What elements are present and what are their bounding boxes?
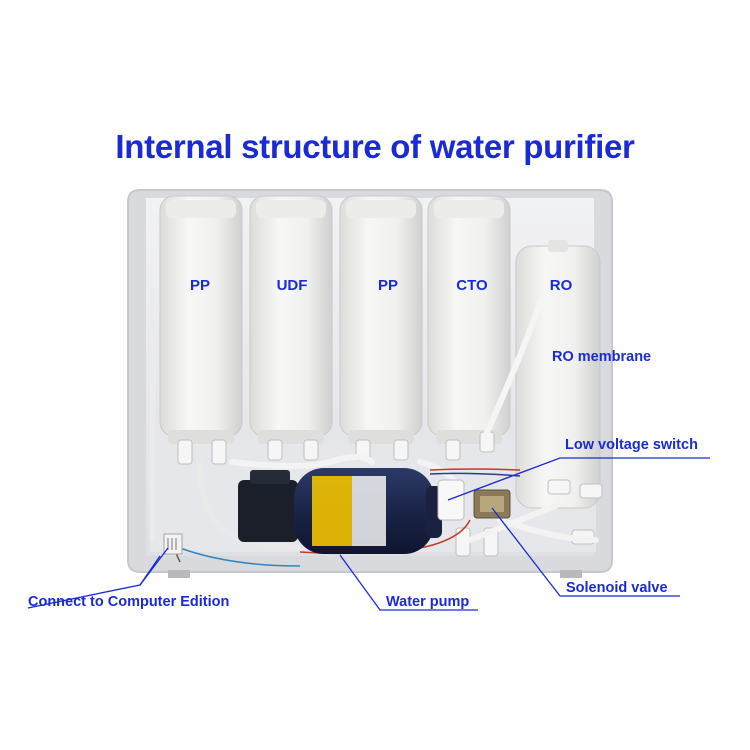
callout-low-voltage-switch: Low voltage switch (565, 437, 698, 453)
filter-cartridge-3 (339, 195, 423, 444)
filter-label-cto: CTO (456, 277, 488, 294)
tubing (149, 259, 599, 551)
filter-cartridge-1 (159, 195, 243, 444)
filter-label-pp-2: PP (377, 277, 398, 294)
page-title: Internal structure of water purifier (115, 128, 635, 165)
filter-cartridge-2 (249, 195, 333, 444)
computer-connector (163, 533, 183, 555)
filter-label-udf: UDF (276, 277, 308, 294)
callout-solenoid-valve: Solenoid valve (566, 580, 668, 596)
solenoid-valve (473, 489, 511, 519)
leader-lines (27, 457, 710, 611)
filter-cartridges (159, 195, 601, 509)
callout-ro-membrane: RO membrane (552, 349, 652, 365)
callout-water-pump: Water pump (386, 594, 470, 610)
filter-label-pp-1: PP (189, 277, 210, 294)
water-pump (238, 468, 442, 554)
low-voltage-switch (437, 479, 465, 521)
filter-cartridge-4 (427, 195, 511, 444)
filter-label-ro: RO (549, 277, 573, 294)
callout-connect-to-computer: Connect to Computer Edition (28, 594, 230, 610)
